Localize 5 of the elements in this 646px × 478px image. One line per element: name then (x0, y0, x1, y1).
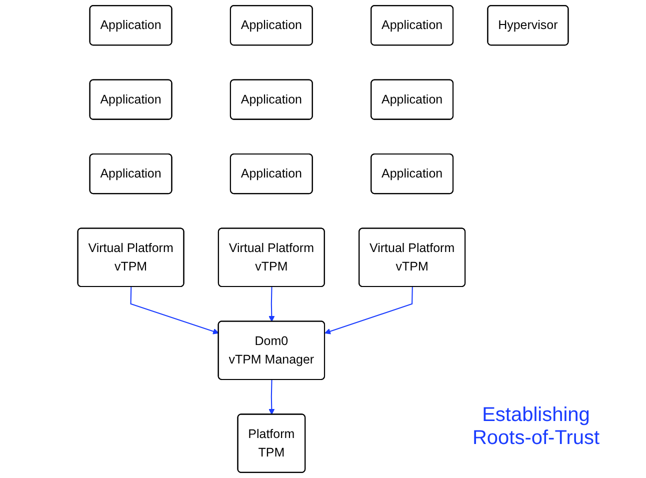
arrow (130, 286, 219, 334)
arrow (268, 286, 275, 322)
arrow (268, 380, 275, 415)
arrow (324, 286, 413, 334)
note-text: Establishing Roots-of-Trust (471, 404, 601, 450)
